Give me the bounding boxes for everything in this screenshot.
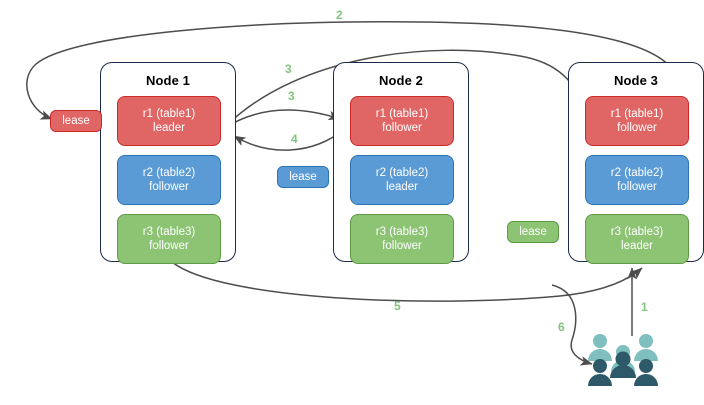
step-label-4: 4 bbox=[291, 132, 298, 146]
node-container-node2[interactable]: Node 2 r1 (table1) follower r2 (table2) … bbox=[333, 62, 469, 264]
users-icon bbox=[588, 334, 658, 386]
replica-role: follower bbox=[617, 181, 657, 193]
users-icon-front-row bbox=[588, 351, 658, 386]
replica-name: r2 (table2) bbox=[610, 167, 664, 179]
edge-5-node1-to-node3 bbox=[171, 261, 643, 302]
step-label-2: 2 bbox=[336, 8, 343, 22]
lease-chip-green[interactable]: lease bbox=[507, 221, 559, 243]
edge-4-node2-to-node1 bbox=[233, 127, 347, 151]
replica-role: follower bbox=[382, 122, 422, 134]
node-container-node1[interactable]: Node 1 r1 (table1) leader r2 (table2) fo… bbox=[100, 62, 236, 264]
replica-node2-r3[interactable]: r3 (table3) follower bbox=[350, 214, 454, 264]
replica-role: follower bbox=[617, 122, 657, 134]
step-label-5: 5 bbox=[394, 299, 401, 313]
node-title: Node 2 bbox=[379, 73, 423, 88]
replica-node3-r3[interactable]: r3 (table3) leader bbox=[585, 214, 689, 264]
replica-role: follower bbox=[149, 181, 189, 193]
replica-name: r1 (table1) bbox=[375, 108, 429, 120]
replica-node2-r2[interactable]: r2 (table2) leader bbox=[350, 155, 454, 205]
replica-name: r2 (table2) bbox=[375, 167, 429, 179]
replica-name: r1 (table1) bbox=[142, 108, 196, 120]
replica-node3-r1[interactable]: r1 (table1) follower bbox=[585, 96, 689, 146]
step-label-6: 6 bbox=[558, 320, 565, 334]
step-label-3b: 3 bbox=[288, 89, 295, 103]
replica-role: leader bbox=[153, 122, 185, 134]
step-label-3a: 3 bbox=[285, 62, 292, 76]
replica-node2-r1[interactable]: r1 (table1) follower bbox=[350, 96, 454, 146]
replica-role: leader bbox=[621, 240, 653, 252]
replica-node1-r3[interactable]: r3 (table3) follower bbox=[117, 214, 221, 264]
replica-node1-r1[interactable]: r1 (table1) leader bbox=[117, 96, 221, 146]
node-title: Node 1 bbox=[146, 73, 190, 88]
replica-node1-r2[interactable]: r2 (table2) follower bbox=[117, 155, 221, 205]
node-container-node3[interactable]: Node 3 r1 (table1) follower r2 (table2) … bbox=[568, 62, 704, 264]
replica-name: r1 (table1) bbox=[610, 108, 664, 120]
step-label-1: 1 bbox=[641, 300, 648, 314]
lease-chip-red[interactable]: lease bbox=[50, 110, 102, 132]
replica-name: r3 (table3) bbox=[610, 226, 664, 238]
lease-chip-blue[interactable]: lease bbox=[277, 166, 329, 188]
replica-node3-r2[interactable]: r2 (table2) follower bbox=[585, 155, 689, 205]
edge-3-node1-to-node2 bbox=[227, 109, 341, 127]
replica-name: r3 (table3) bbox=[375, 226, 429, 238]
replica-name: r2 (table2) bbox=[142, 167, 196, 179]
replica-role: leader bbox=[386, 181, 418, 193]
replica-role: follower bbox=[382, 240, 422, 252]
node-title: Node 3 bbox=[614, 73, 658, 88]
replica-name: r3 (table3) bbox=[142, 226, 196, 238]
replica-role: follower bbox=[149, 240, 189, 252]
